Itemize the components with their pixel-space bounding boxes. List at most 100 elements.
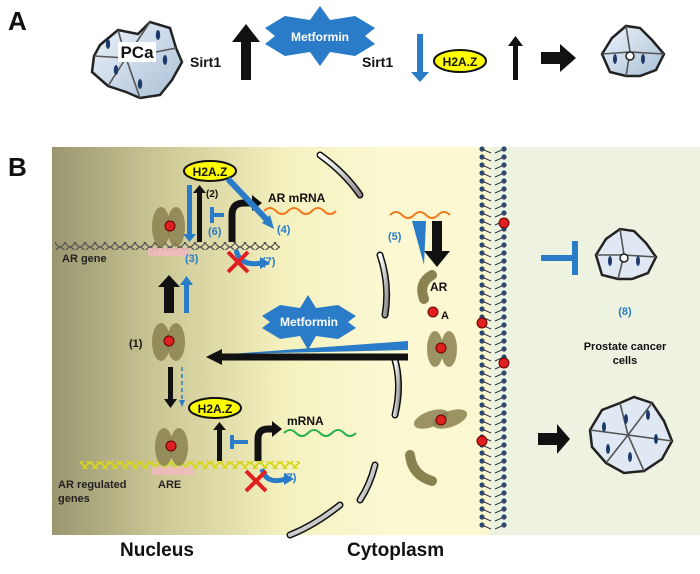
- lipid-head: [501, 370, 507, 376]
- lipid-head: [501, 346, 507, 352]
- inhibitor-6-icon: [210, 207, 224, 223]
- lipid-head: [479, 506, 485, 512]
- cytoplasm-label: Cytoplasm: [347, 540, 445, 561]
- sirt1-label-1: Sirt1: [190, 54, 221, 70]
- lipid-head: [501, 458, 507, 464]
- lipid-head: [501, 298, 507, 304]
- lipid-head: [479, 346, 485, 352]
- black-up-arrow-to-ar-gene: [158, 275, 180, 313]
- lipid-head: [501, 394, 507, 400]
- lipid-head: [479, 282, 485, 288]
- lipid-head: [479, 450, 485, 456]
- ar-protein-monomer: [417, 270, 437, 304]
- red-x-icon-top: [226, 250, 250, 274]
- red-x-icon-bottom: [244, 469, 268, 493]
- lipid-head: [479, 482, 485, 488]
- androgen-in-membrane-icon: [476, 317, 488, 329]
- sirt1-label-2: Sirt1: [362, 54, 393, 70]
- androgen-icon: [427, 306, 439, 318]
- reduced-cancer-cells-icon: [594, 227, 658, 281]
- lipid-head: [501, 474, 507, 480]
- panel-b-diagram: H2A.Z (2) (6) (3) (4) AR mRNA (7) AR gen…: [52, 146, 700, 539]
- lipid-head: [479, 370, 485, 376]
- lipid-head: [479, 194, 485, 200]
- lipid-head: [479, 418, 485, 424]
- androgen-in-membrane-icon: [498, 217, 510, 229]
- metformin-badge: [265, 6, 375, 66]
- lipid-head: [479, 290, 485, 296]
- androgen-in-membrane-icon: [476, 435, 488, 447]
- proliferating-cancer-cells-icon: [588, 395, 674, 475]
- blocked-arrow-7-top: [233, 249, 263, 267]
- step-7-bottom-label: (7): [283, 472, 297, 484]
- lipid-head: [479, 394, 485, 400]
- inhibition-8-icon: [541, 241, 578, 275]
- lipid-head: [501, 290, 507, 296]
- lipid-head: [479, 170, 485, 176]
- step-8-label: (8): [618, 306, 632, 318]
- are-label: ARE: [158, 479, 181, 491]
- lipid-head: [479, 402, 485, 408]
- lipid-head: [479, 426, 485, 432]
- panel-b-letter: B: [8, 152, 27, 182]
- blue-diagonal-arrowhead-4: [262, 215, 274, 229]
- lipid-head: [479, 210, 485, 216]
- lipid-head: [479, 258, 485, 264]
- small-cell-cluster-icon: [600, 24, 666, 78]
- lipid-head: [501, 498, 507, 504]
- lipid-head: [479, 162, 485, 168]
- black-up-arrow-h2az-bottom: [213, 422, 226, 461]
- ar-gene-label: AR gene: [62, 253, 107, 265]
- lipid-head: [479, 242, 485, 248]
- lipid-head: [501, 210, 507, 216]
- lipid-head: [479, 498, 485, 504]
- lipid-head: [501, 442, 507, 448]
- prostate-cancer-label-line1: Prostate cancer: [584, 341, 667, 353]
- lipid-head: [479, 298, 485, 304]
- lipid-head: [501, 250, 507, 256]
- lipid-head: [501, 258, 507, 264]
- lipid-head: [501, 306, 507, 312]
- lipid-head: [479, 458, 485, 464]
- ar-dimer-1: [152, 323, 185, 361]
- lipid-head: [479, 354, 485, 360]
- h2az-oval-a: [433, 49, 487, 73]
- black-down-arrow-to-are: [164, 367, 177, 408]
- blocked-arrowhead-7-bottom: [284, 473, 294, 485]
- lipid-head: [479, 250, 485, 256]
- a-label: A: [441, 310, 449, 322]
- blue-diagonal-arrow-4: [225, 176, 271, 224]
- lipid-head: [501, 434, 507, 440]
- lipid-head: [501, 514, 507, 520]
- lipid-head: [501, 194, 507, 200]
- ar-mrna-strand: [263, 207, 337, 215]
- lipid-head: [479, 234, 485, 240]
- blue-up-arrow-to-ar-gene: [180, 276, 193, 313]
- lipid-head: [479, 306, 485, 312]
- lipid-head: [479, 330, 485, 336]
- lipid-head: [479, 362, 485, 368]
- blue-down-arrow-3: [183, 185, 196, 242]
- lipid-head: [501, 162, 507, 168]
- ar-unbound-cytoplasm: [405, 450, 437, 486]
- h2az-label-a: H2A.Z: [443, 55, 478, 69]
- blocked-arrowhead-7-top: [260, 257, 270, 269]
- step-1-label: (1): [129, 338, 143, 350]
- up-arrow-icon: [232, 24, 260, 80]
- lipid-head: [501, 490, 507, 496]
- androgen-in-membrane-icon: [498, 357, 510, 369]
- lipid-head: [479, 490, 485, 496]
- step-4-label: (4): [277, 224, 291, 236]
- ar-label: AR: [430, 280, 448, 294]
- extracellular-region: [490, 147, 700, 535]
- cytoplasm-ar-mrna: [389, 211, 451, 219]
- h2az-oval-top: [183, 160, 237, 182]
- step-6-label: (6): [208, 226, 222, 238]
- lipid-head: [479, 274, 485, 280]
- lipid-head: [501, 274, 507, 280]
- ar-dimer-bottom: [155, 428, 188, 466]
- lipid-head: [501, 146, 507, 152]
- ar-regulated-label-line1: AR regulated: [58, 479, 126, 491]
- lipid-head: [501, 178, 507, 184]
- h2az-oval-bottom: [188, 397, 242, 419]
